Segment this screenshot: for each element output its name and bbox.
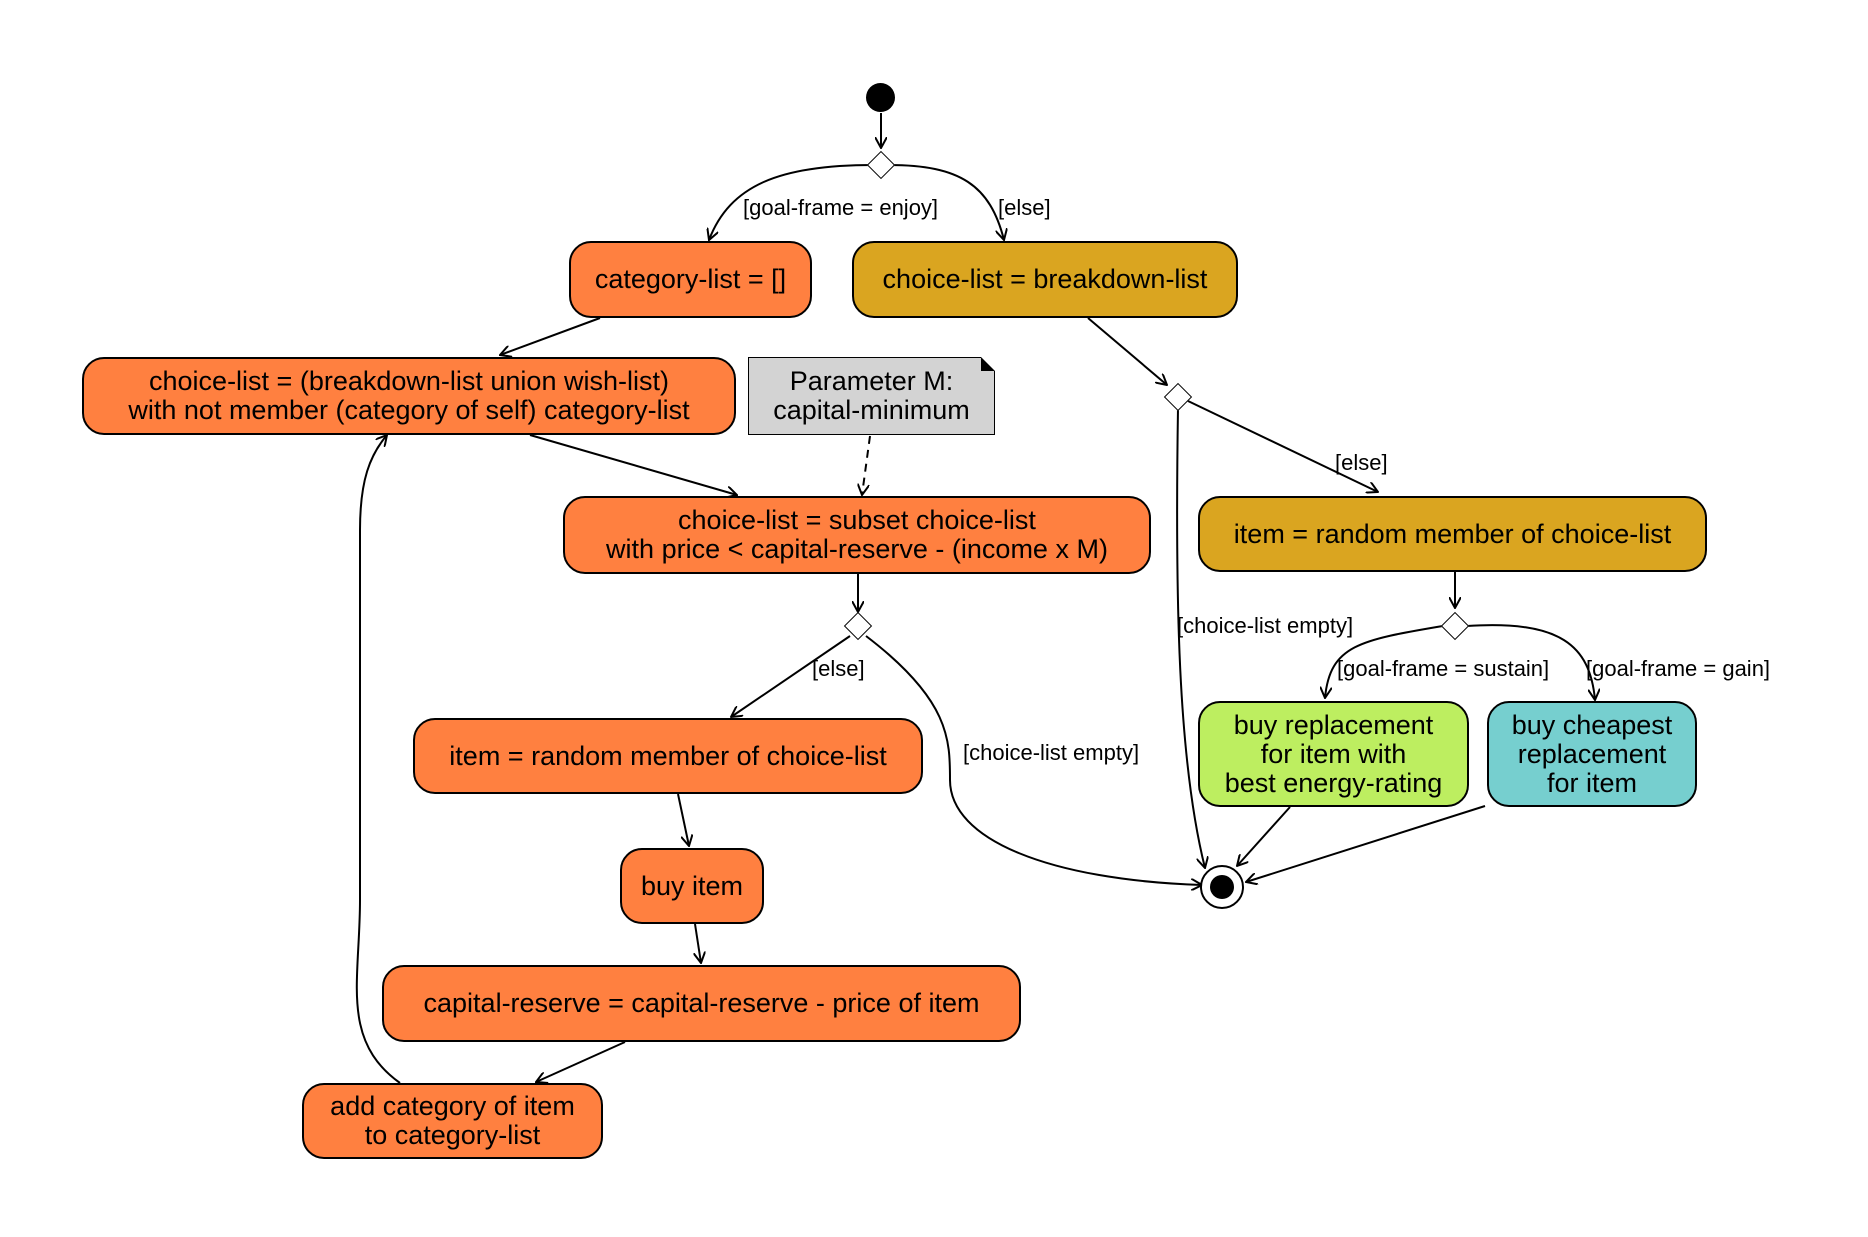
edge-decision-to-cheapest [1466, 624, 1595, 700]
guard-else-left: [else] [812, 656, 865, 681]
edge-item-left-to-buy [677, 793, 689, 846]
guard-enjoy: [goal-frame = enjoy] [743, 195, 939, 220]
action-item-random-right: item = random member of choice-list [1198, 496, 1707, 572]
initial-node [866, 83, 895, 112]
edge-decision-to-item-left [731, 635, 851, 717]
edge-best-energy-to-end [1237, 806, 1291, 866]
action-item-random-left: item = random member of choice-list [413, 718, 923, 794]
final-node [1200, 865, 1244, 909]
edge-union-to-subset [529, 434, 737, 495]
edge-decision-to-end-left [865, 635, 1202, 885]
edge-add-category-loop [355, 435, 401, 1084]
note-parameter-m: Parameter M: capital-minimum [748, 357, 995, 435]
action-capital-update: capital-reserve = capital-reserve - pric… [382, 965, 1021, 1042]
action-category-list-init: category-list = [] [569, 241, 812, 318]
action-choice-list-subset: choice-list = subset choice-list with pr… [563, 496, 1151, 574]
edge-decision-to-breakdown [888, 164, 1004, 240]
guard-sustain: [goal-frame = sustain] [1337, 656, 1550, 681]
action-choice-list-union: choice-list = (breakdown-list union wish… [82, 357, 736, 435]
edge-note-to-subset [862, 435, 871, 495]
edge-decision-to-end-right [1176, 407, 1205, 868]
guard-else-right: [else] [1335, 450, 1388, 475]
guard-choice-empty-right: [choice-list empty] [1177, 613, 1354, 638]
action-buy-cheapest: buy cheapest replacement for item [1487, 701, 1697, 807]
note-text: Parameter M: capital-minimum [773, 366, 970, 425]
guard-choice-empty-left: [choice-list empty] [963, 740, 1140, 765]
action-add-category: add category of item to category-list [302, 1083, 603, 1159]
guard-gain: [goal-frame = gain] [1586, 656, 1771, 681]
edge-buy-to-capital [695, 923, 701, 963]
edge-breakdown-to-decision [1087, 317, 1167, 385]
edge-capital-to-add-category [536, 1041, 626, 1082]
action-buy-item: buy item [620, 848, 764, 924]
action-buy-best-energy: buy replacement for item with best energ… [1198, 701, 1469, 807]
note-fold-icon [981, 357, 995, 371]
edge-decision-to-item-right [1187, 400, 1378, 492]
edge-cheapest-to-end [1246, 805, 1486, 882]
edge-category-init-to-union [500, 317, 601, 355]
action-choice-list-breakdown: choice-list = breakdown-list [852, 241, 1238, 318]
edge-decision-to-category-init [709, 164, 874, 240]
edge-decision-to-best-energy [1325, 625, 1444, 698]
guard-else-top: [else] [998, 195, 1051, 220]
